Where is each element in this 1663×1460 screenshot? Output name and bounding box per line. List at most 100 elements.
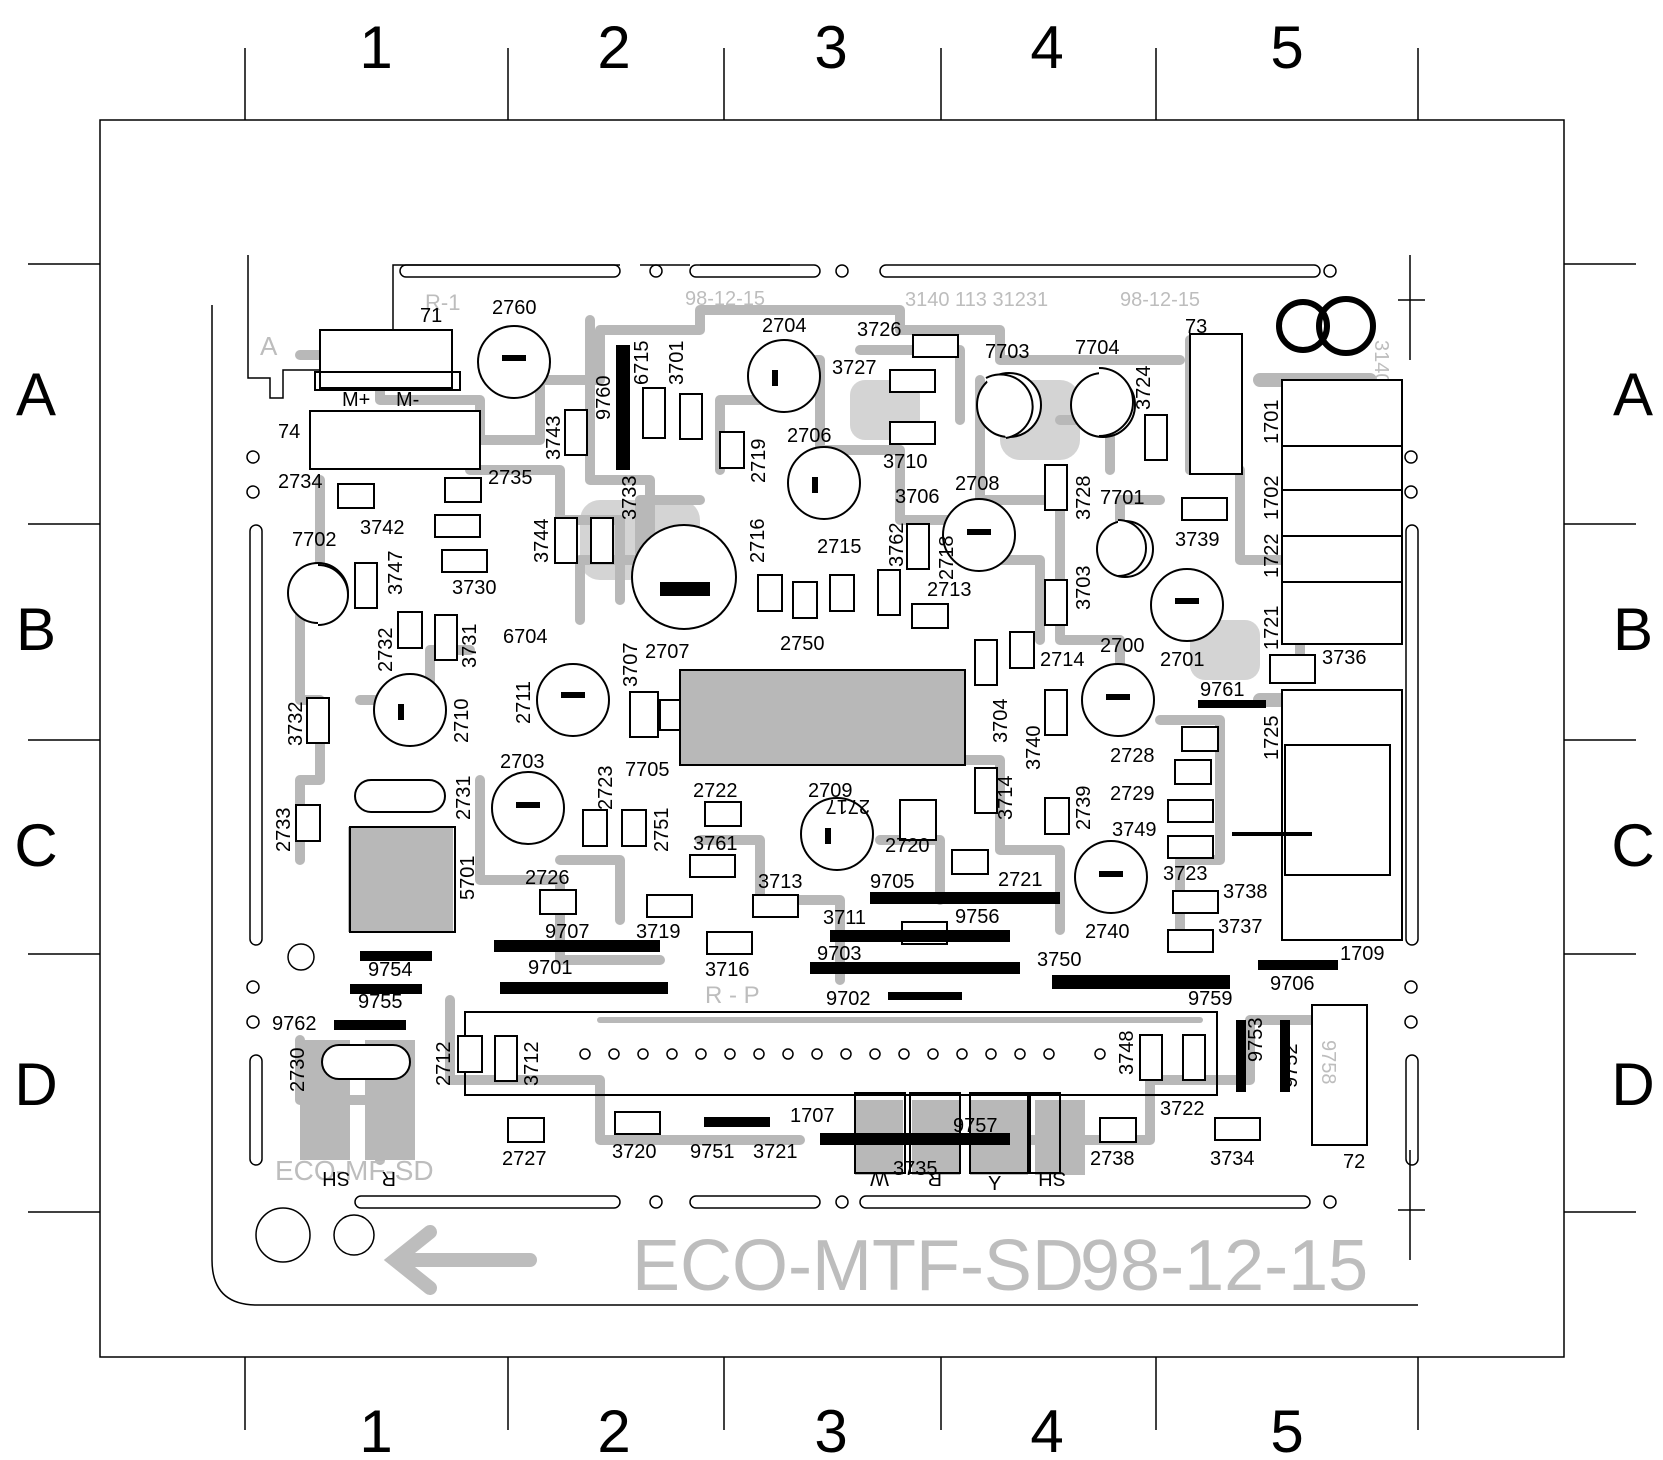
component-labels: 71 2760 74 2734 2735 3742 7702 3747 3730… — [272, 297, 1385, 1180]
connector-72 — [1311, 1004, 1368, 1146]
label-5701: 5701 — [457, 856, 479, 901]
label-3728: 3728 — [1073, 476, 1095, 521]
grid-col-2-top: 2 — [597, 14, 630, 81]
label-3735: 3735 — [893, 1158, 938, 1180]
resistors — [306, 334, 1261, 1141]
label-2701: 2701 — [1160, 649, 1205, 671]
label-3724: 3724 — [1133, 366, 1155, 411]
label-2739: 2739 — [1073, 786, 1095, 831]
pin9758-label: 9758 — [1317, 1040, 1339, 1085]
grid-col-2-bottom: 2 — [597, 1398, 630, 1460]
label-2706: 2706 — [787, 425, 832, 447]
connector-1725 — [1281, 689, 1403, 941]
label-2704: 2704 — [762, 315, 807, 337]
label-9762: 9762 — [272, 1013, 317, 1035]
grid-col-3-bottom: 3 — [814, 1398, 847, 1460]
label-1721: 1721 — [1261, 606, 1283, 651]
label-3739: 3739 — [1175, 529, 1220, 551]
label-3710: 3710 — [883, 451, 928, 473]
grid-col-5-bottom: 5 — [1270, 1398, 1303, 1460]
grid-row-c-left: C — [14, 812, 57, 879]
label-9761: 9761 — [1200, 679, 1245, 701]
label-3743: 3743 — [543, 416, 565, 461]
r-bottom-label: R — [928, 1167, 942, 1189]
label-2723: 2723 — [595, 766, 617, 811]
label-9701: 9701 — [528, 957, 573, 979]
label-2707: 2707 — [645, 641, 690, 663]
label-6704: 6704 — [503, 626, 548, 648]
label-2713: 2713 — [927, 579, 972, 601]
r-left-label: R — [382, 1167, 396, 1189]
label-2703: 2703 — [500, 751, 545, 773]
label-1722: 1722 — [1261, 534, 1283, 579]
label-1709: 1709 — [1340, 943, 1385, 965]
rp-label: R - P — [705, 982, 760, 1009]
label-2710: 2710 — [451, 699, 473, 744]
label-2700: 2700 — [1100, 635, 1145, 657]
label-9759: 9759 — [1188, 988, 1233, 1010]
label-9757: 9757 — [953, 1115, 998, 1137]
label-73: 73 — [1185, 316, 1207, 338]
label-2722: 2722 — [693, 780, 738, 802]
grid-labels: 1 2 3 4 5 1 2 3 4 5 A B C D A B C D — [14, 14, 1654, 1460]
label-6715: 6715 — [631, 341, 653, 386]
label-72: 72 — [1343, 1151, 1365, 1173]
label-2733: 2733 — [273, 808, 295, 853]
date-big: 98-12-15 — [1080, 1226, 1368, 1306]
label-1725: 1725 — [1261, 716, 1283, 761]
y-bottom-label: Y — [988, 1173, 1001, 1195]
label-7702: 7702 — [292, 529, 337, 551]
grid-row-d-right: D — [1611, 1051, 1654, 1118]
sh-left-label: SH — [322, 1167, 350, 1189]
label-3731: 3731 — [459, 624, 481, 669]
m-plus-label: M+ — [342, 389, 370, 411]
grid-row-d-left: D — [14, 1051, 57, 1118]
label-2709: 2709 — [808, 780, 853, 802]
connector-71 — [319, 329, 453, 389]
eco-small: ECO-MF-SD — [275, 1155, 434, 1186]
label-3720: 3720 — [612, 1141, 657, 1163]
label-3747: 3747 — [385, 551, 407, 596]
label-3736: 3736 — [1322, 647, 1367, 669]
sh-bottom-label: SH — [1038, 1167, 1066, 1189]
label-2716: 2716 — [747, 519, 769, 564]
eco-big: ECO-MTF-SD — [632, 1226, 1084, 1306]
components — [309, 329, 1403, 1174]
label-3744: 3744 — [531, 519, 553, 564]
label-2718: 2718 — [936, 536, 958, 581]
arrow-icon — [383, 1225, 537, 1295]
label-2740: 2740 — [1085, 921, 1130, 943]
grid-col-1-bottom: 1 — [359, 1398, 392, 1460]
label-3701: 3701 — [666, 341, 688, 386]
connector-1701 — [1281, 379, 1403, 645]
ceramic-capacitors — [295, 431, 1219, 1143]
grid-row-b-left: B — [16, 596, 56, 663]
label-1701: 1701 — [1261, 400, 1283, 445]
label-2715: 2715 — [817, 536, 862, 558]
label-2720: 2720 — [885, 835, 930, 857]
grid-col-3-top: 3 — [814, 14, 847, 81]
label-2728: 2728 — [1110, 745, 1155, 767]
label-3713: 3713 — [758, 871, 803, 893]
label-2727: 2727 — [502, 1148, 547, 1170]
grid-row-c-right: C — [1611, 812, 1654, 879]
label-2735: 2735 — [488, 467, 533, 489]
label-2734: 2734 — [278, 471, 323, 493]
label-2714: 2714 — [1040, 649, 1085, 671]
label-3738: 3738 — [1223, 881, 1268, 903]
label-2726: 2726 — [525, 867, 570, 889]
label-9754: 9754 — [368, 959, 413, 981]
label-9752: 9752 — [1280, 1044, 1302, 1089]
label-3734: 3734 — [1210, 1148, 1255, 1170]
label-2751: 2751 — [651, 808, 673, 853]
label-2760: 2760 — [492, 297, 537, 319]
label-7701: 7701 — [1100, 487, 1145, 509]
m-minus-label: M- — [396, 389, 419, 411]
label-3727: 3727 — [832, 357, 877, 379]
label-3721: 3721 — [753, 1141, 798, 1163]
board-outline — [211, 255, 1425, 1306]
label-3730: 3730 — [452, 577, 497, 599]
label-74: 74 — [278, 421, 300, 443]
label-9706: 9706 — [1270, 973, 1315, 995]
